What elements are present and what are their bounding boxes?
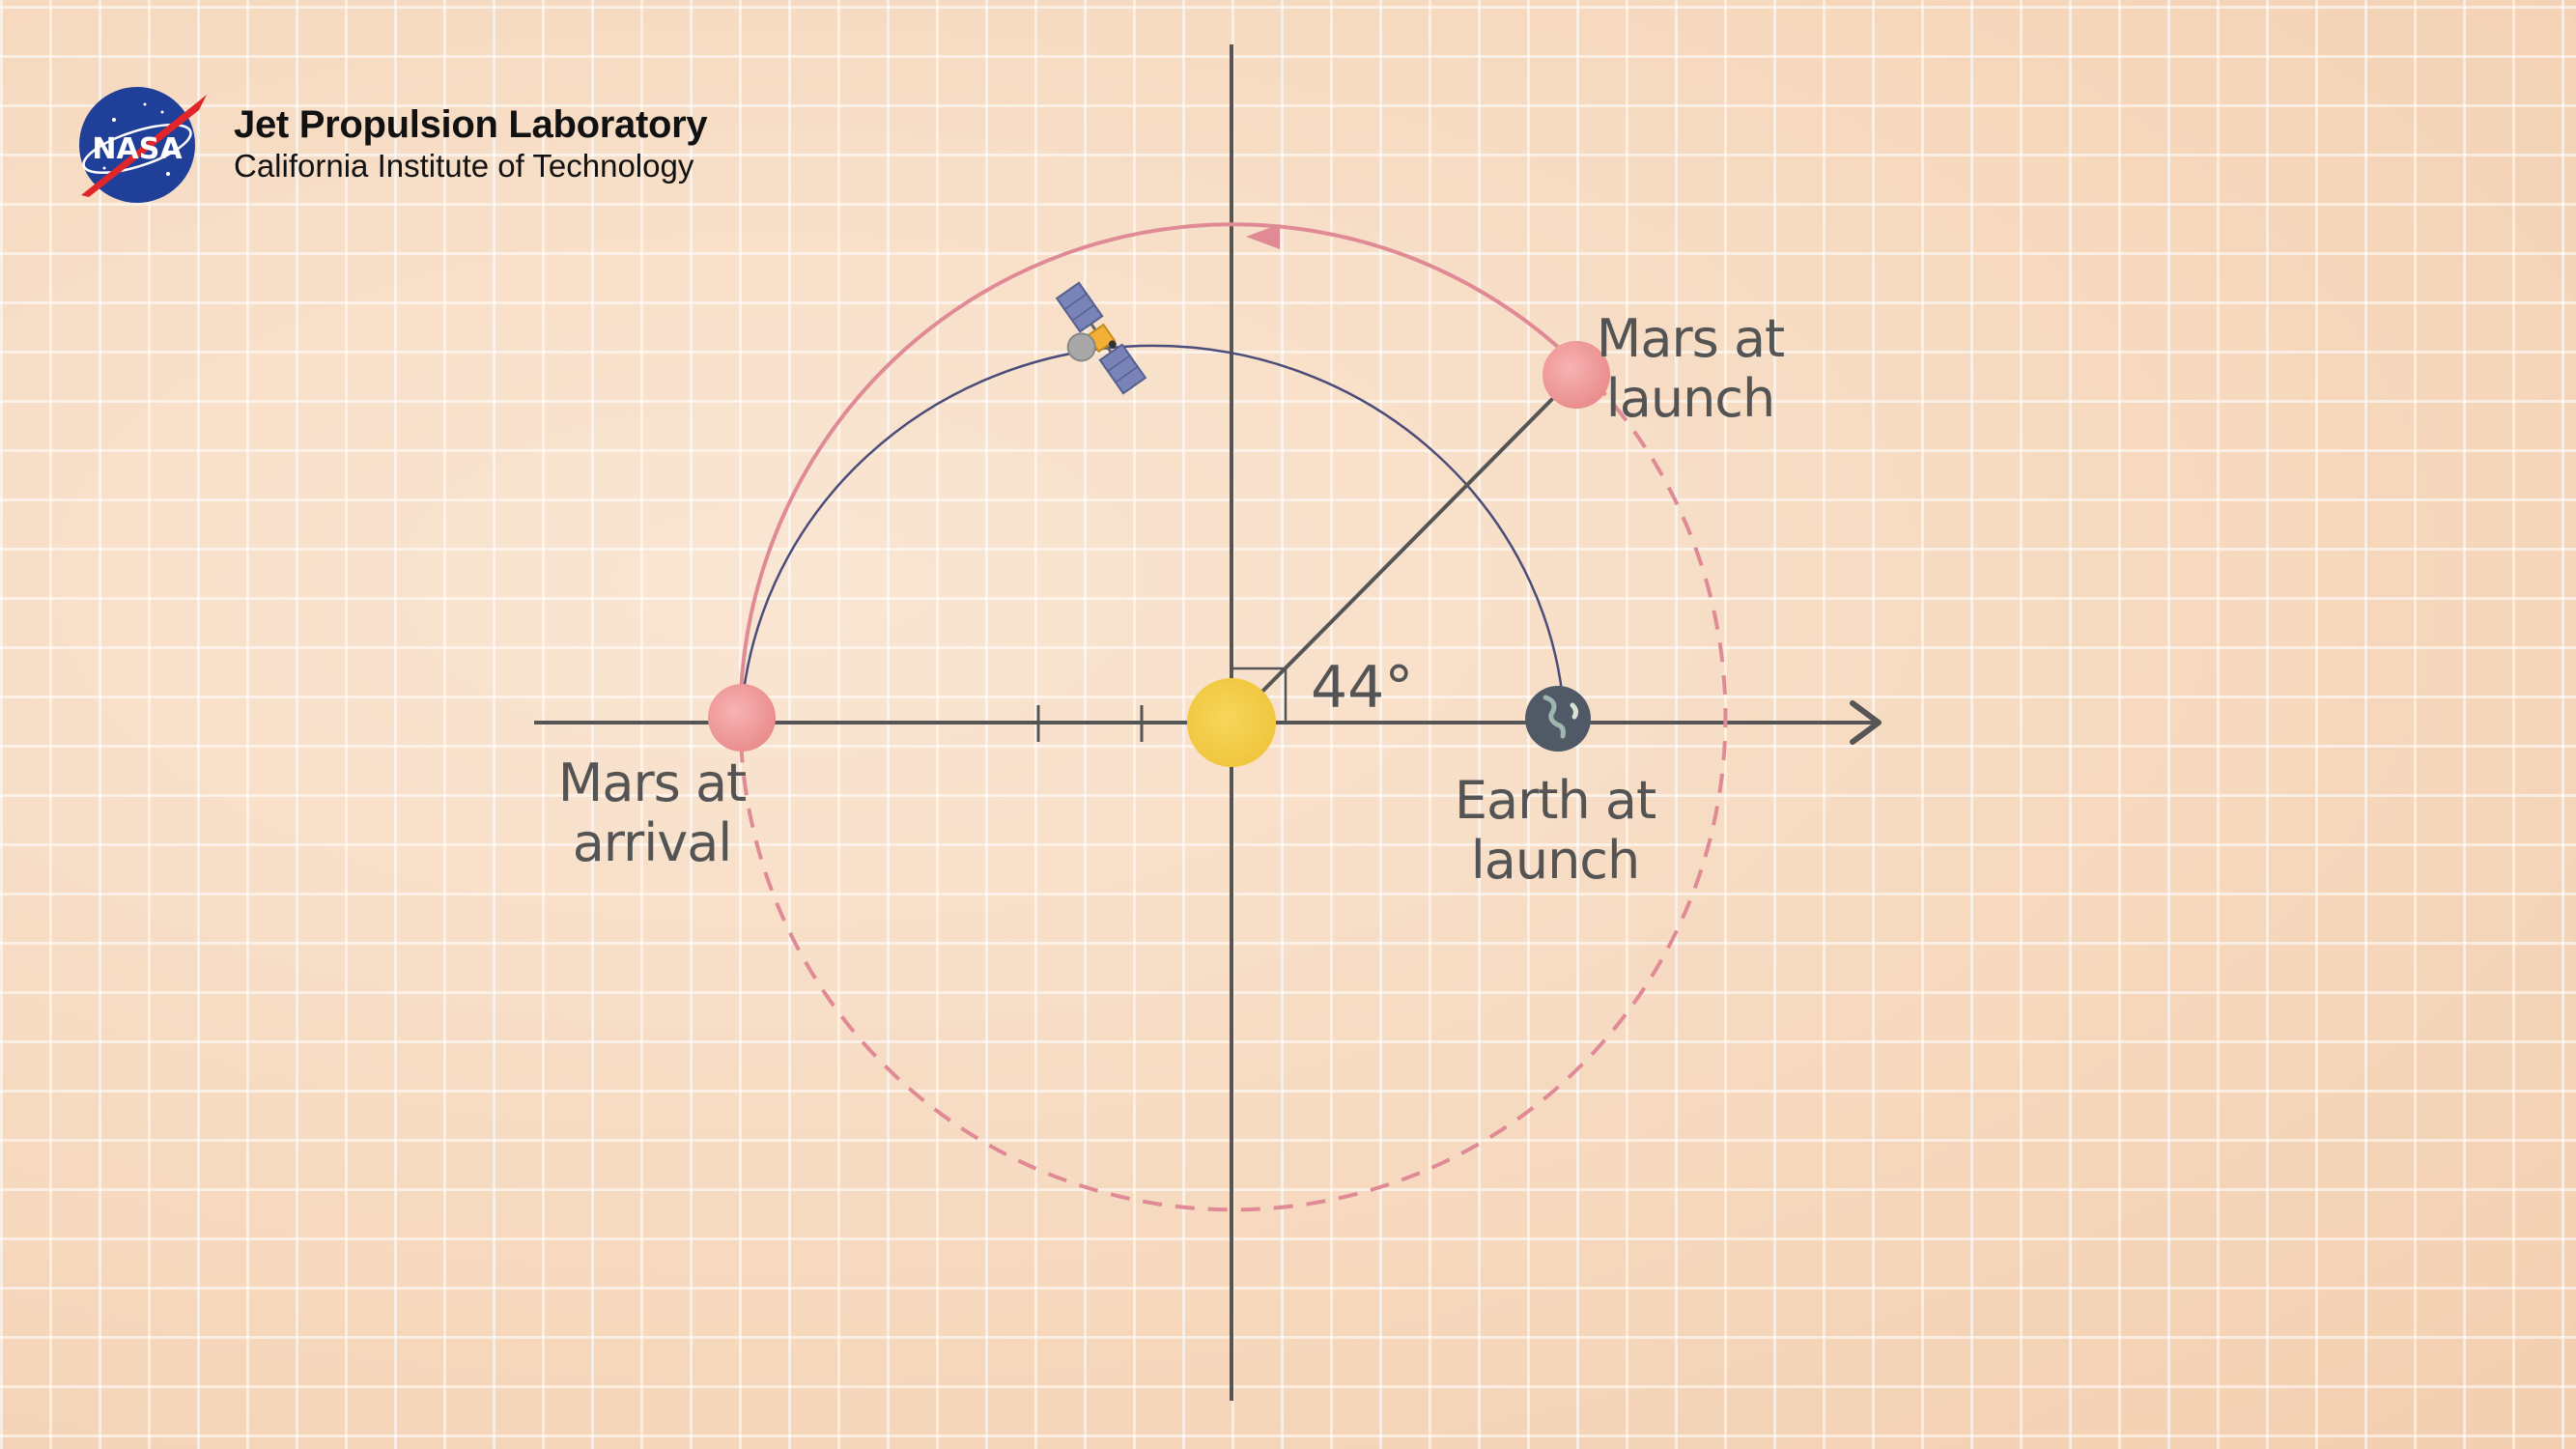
label-line: arrival <box>572 812 733 873</box>
label-mars-at-launch: Mars at launch <box>1584 309 1797 429</box>
orbit-direction-arrow <box>1246 224 1280 249</box>
spacecraft-icon <box>1055 281 1147 395</box>
angle-label: 44° <box>1311 654 1413 722</box>
label-line: launch <box>1605 368 1775 429</box>
label-line: Mars at <box>1596 308 1785 369</box>
earth-icon <box>1525 686 1591 752</box>
label-earth-at-launch: Earth at launch <box>1439 771 1671 891</box>
org-name: Jet Propulsion Laboratory <box>234 103 708 146</box>
label-line: Earth at <box>1454 770 1656 831</box>
mars-orbit-dashed <box>738 355 1728 1212</box>
mars-icon <box>708 684 776 752</box>
mars-icon <box>1543 341 1610 409</box>
angle-line <box>1230 380 1571 724</box>
transfer-orbit <box>739 344 1567 724</box>
label-mars-at-arrival: Mars at arrival <box>541 753 763 873</box>
svg-text:NASA: NASA <box>92 132 183 166</box>
nasa-logo-icon: NASA <box>79 87 207 203</box>
org-subtitle: California Institute of Technology <box>234 148 694 184</box>
mars-orbit-solid <box>739 222 1571 695</box>
label-line: launch <box>1470 830 1640 891</box>
arrow-icon <box>1850 700 1882 745</box>
label-line: Mars at <box>557 753 747 813</box>
sun-icon <box>1187 678 1276 767</box>
header: NASA Jet Propulsion Laboratory Californi… <box>75 81 708 207</box>
